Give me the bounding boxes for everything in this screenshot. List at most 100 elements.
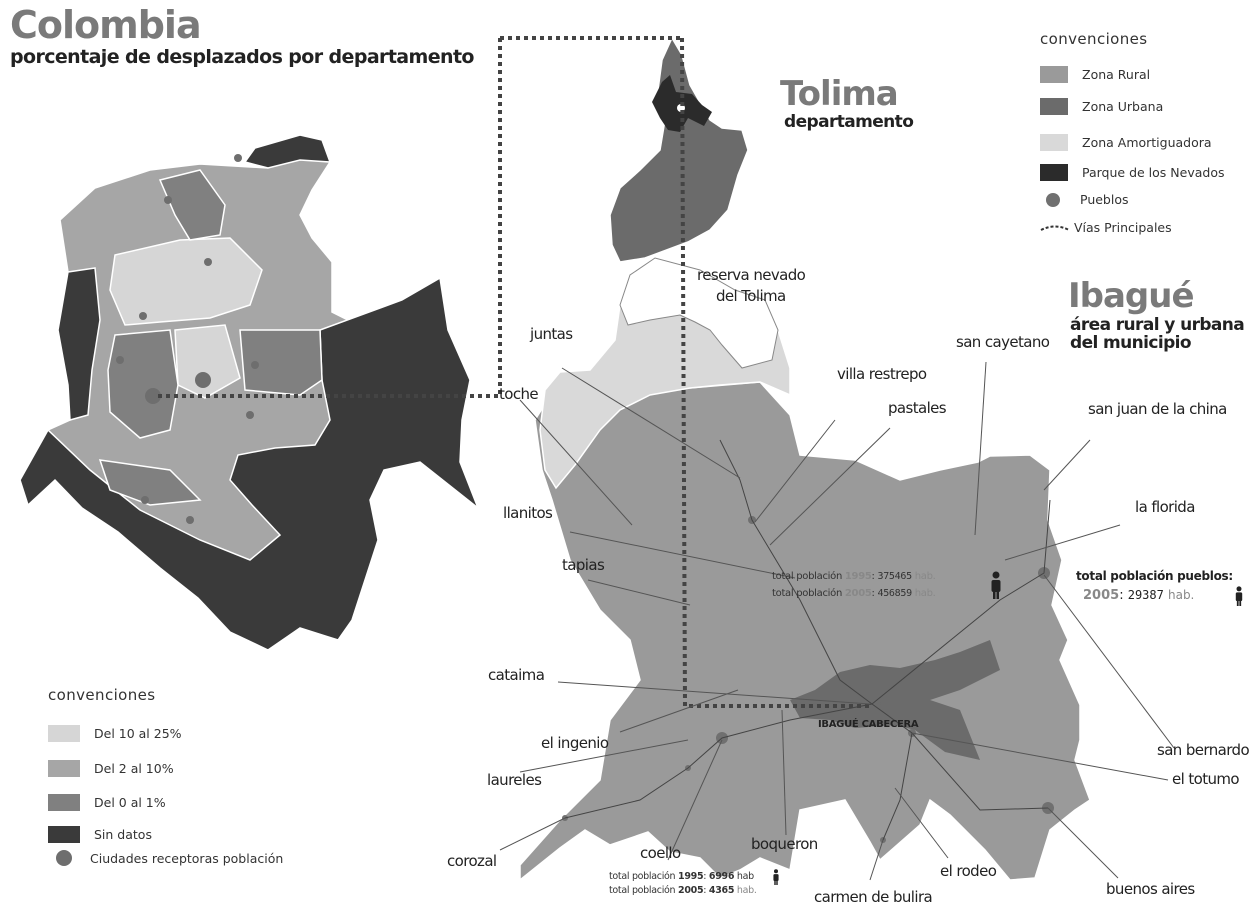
leader-san-bernardo <box>1043 574 1175 749</box>
label-laureles: laureles <box>487 771 542 789</box>
leader-villa-restrepo <box>754 419 836 523</box>
swatch-sin-datos <box>48 826 80 843</box>
leader-el-rodeo <box>894 787 949 859</box>
label-buenos-aires: buenos aires <box>1106 880 1195 898</box>
label-san-bernardo: san bernardo <box>1157 741 1250 759</box>
swatch-amortiguadora <box>1040 134 1068 151</box>
leader-pastales <box>769 427 891 546</box>
leader-buenos-aires <box>1047 807 1119 879</box>
road <box>871 499 1051 705</box>
pop-unit: hab. <box>914 571 936 582</box>
colombia-dark-caribbean <box>243 134 332 169</box>
road <box>564 703 873 819</box>
colombia-mid-d <box>98 459 202 506</box>
pop-label: total población <box>609 885 676 896</box>
label-llanitos: llanitos <box>503 504 553 522</box>
pop-pueblos-label: total población pueblos: <box>1076 569 1233 583</box>
city-dot <box>251 361 259 369</box>
city-dot <box>195 372 211 388</box>
legend-left-item-0-1: Del 0 al 1% <box>48 794 166 811</box>
label-coello: coello <box>640 844 681 862</box>
label-san-cayetano: san cayetano <box>956 333 1050 351</box>
tolima-subtitle: departamento <box>784 112 914 132</box>
legend-left-item-sin-datos: Sin datos <box>48 826 152 843</box>
city-dot <box>234 154 242 162</box>
pop-label: total población <box>772 588 842 599</box>
label-juntas: juntas <box>530 325 573 343</box>
leader-lines <box>499 361 1175 881</box>
legend-right-item-parque: Parque de los Nevados <box>1040 164 1224 181</box>
city-dot <box>164 196 172 204</box>
colombia-map <box>19 134 480 651</box>
label-carmen-de-bulira: carmen de bulira <box>814 888 933 906</box>
pop-value: 456859 <box>877 588 912 599</box>
legend-right-item-amortiguadora: Zona Amortiguadora <box>1040 134 1212 151</box>
leader-corozal <box>499 817 566 851</box>
ibague-subtitle-1: área rural y urbana <box>1070 315 1245 335</box>
leader-toche <box>519 399 633 526</box>
pop-value: 4365 <box>708 885 735 896</box>
legend-right-item-pueblos: Pueblos <box>1040 192 1129 207</box>
label-el-rodeo: el rodeo <box>940 862 997 880</box>
colombia-mid-c <box>239 329 323 396</box>
pop-coello-1995: total población 1995: 6996 hab <box>609 871 754 882</box>
legend-label: Zona Amortiguadora <box>1082 135 1212 150</box>
ibague-subtitle-2: del municipio <box>1070 333 1192 353</box>
legend-label: Ciudades receptoras población <box>90 850 284 866</box>
label-san-juan: san juan de la china <box>1088 400 1227 418</box>
pop-unit: hab <box>736 871 754 882</box>
leader-llanitos <box>569 531 796 579</box>
pop-year: 2005 <box>844 588 872 599</box>
leader-cataima <box>557 681 871 705</box>
legend-right-title: convenciones <box>1040 30 1148 48</box>
colombia-mid-b <box>158 169 226 241</box>
ibague-rural-zone <box>519 374 1091 882</box>
person-icon <box>773 869 779 885</box>
road-dashes-icon <box>1040 225 1070 231</box>
swatch-rural <box>1040 66 1068 83</box>
swatch-2-10 <box>48 760 80 777</box>
label-ibague-cabecera: IBAGUÉ CABECERA <box>818 719 919 730</box>
pop-unit: hab. <box>914 588 936 599</box>
legend-left-item-10-25: Del 10 al 25% <box>48 725 182 742</box>
legend-label: Sin datos <box>94 827 152 842</box>
label-boqueron: boqueron <box>751 835 818 853</box>
connector-colombia-tolima <box>155 38 502 398</box>
leader-el-ingenio <box>619 689 739 733</box>
colombia-mid-a <box>107 329 179 439</box>
leader-boqueron <box>781 709 787 836</box>
legend-label: Del 10 al 25% <box>94 726 182 741</box>
city-dot <box>246 411 254 419</box>
colombia-subtitle: porcentaje de desplazados por departamen… <box>10 46 474 68</box>
pueblo-dot-icon <box>1046 192 1060 207</box>
colombia-light-center <box>109 237 263 326</box>
road <box>882 732 913 841</box>
leader-san-cayetano <box>974 361 987 536</box>
city-dot <box>141 496 149 504</box>
legend-label: Pueblos <box>1080 192 1129 207</box>
tolima-outline <box>609 36 749 263</box>
label-corozal: corozal <box>447 852 497 870</box>
swatch-10-25 <box>48 725 80 742</box>
pop-unit: hab. <box>736 885 757 896</box>
colombia-light-small <box>174 324 241 399</box>
pop-pueblos-value-row: 2005: 29387 hab. <box>1083 588 1195 603</box>
leader-laureles <box>519 739 689 773</box>
leader-la-florida <box>1004 524 1121 561</box>
pop-year: 2005 <box>1083 588 1120 603</box>
legend-label: Vías Principales <box>1074 220 1172 235</box>
leader-carmen <box>869 839 884 881</box>
label-la-florida: la florida <box>1135 498 1195 516</box>
city-dot <box>139 312 147 320</box>
label-pastales: pastales <box>888 399 947 417</box>
leader-san-juan <box>1043 439 1091 491</box>
colombia-title: Colombia <box>10 3 202 47</box>
city-dot <box>116 356 124 364</box>
legend-label: Del 2 al 10% <box>94 761 174 776</box>
pop-value: 375465 <box>877 571 912 582</box>
pop-value: 6996 <box>708 871 735 882</box>
colombia-dark-southeast <box>19 276 480 651</box>
road <box>871 703 1049 811</box>
legend-label: Zona Rural <box>1082 67 1151 82</box>
